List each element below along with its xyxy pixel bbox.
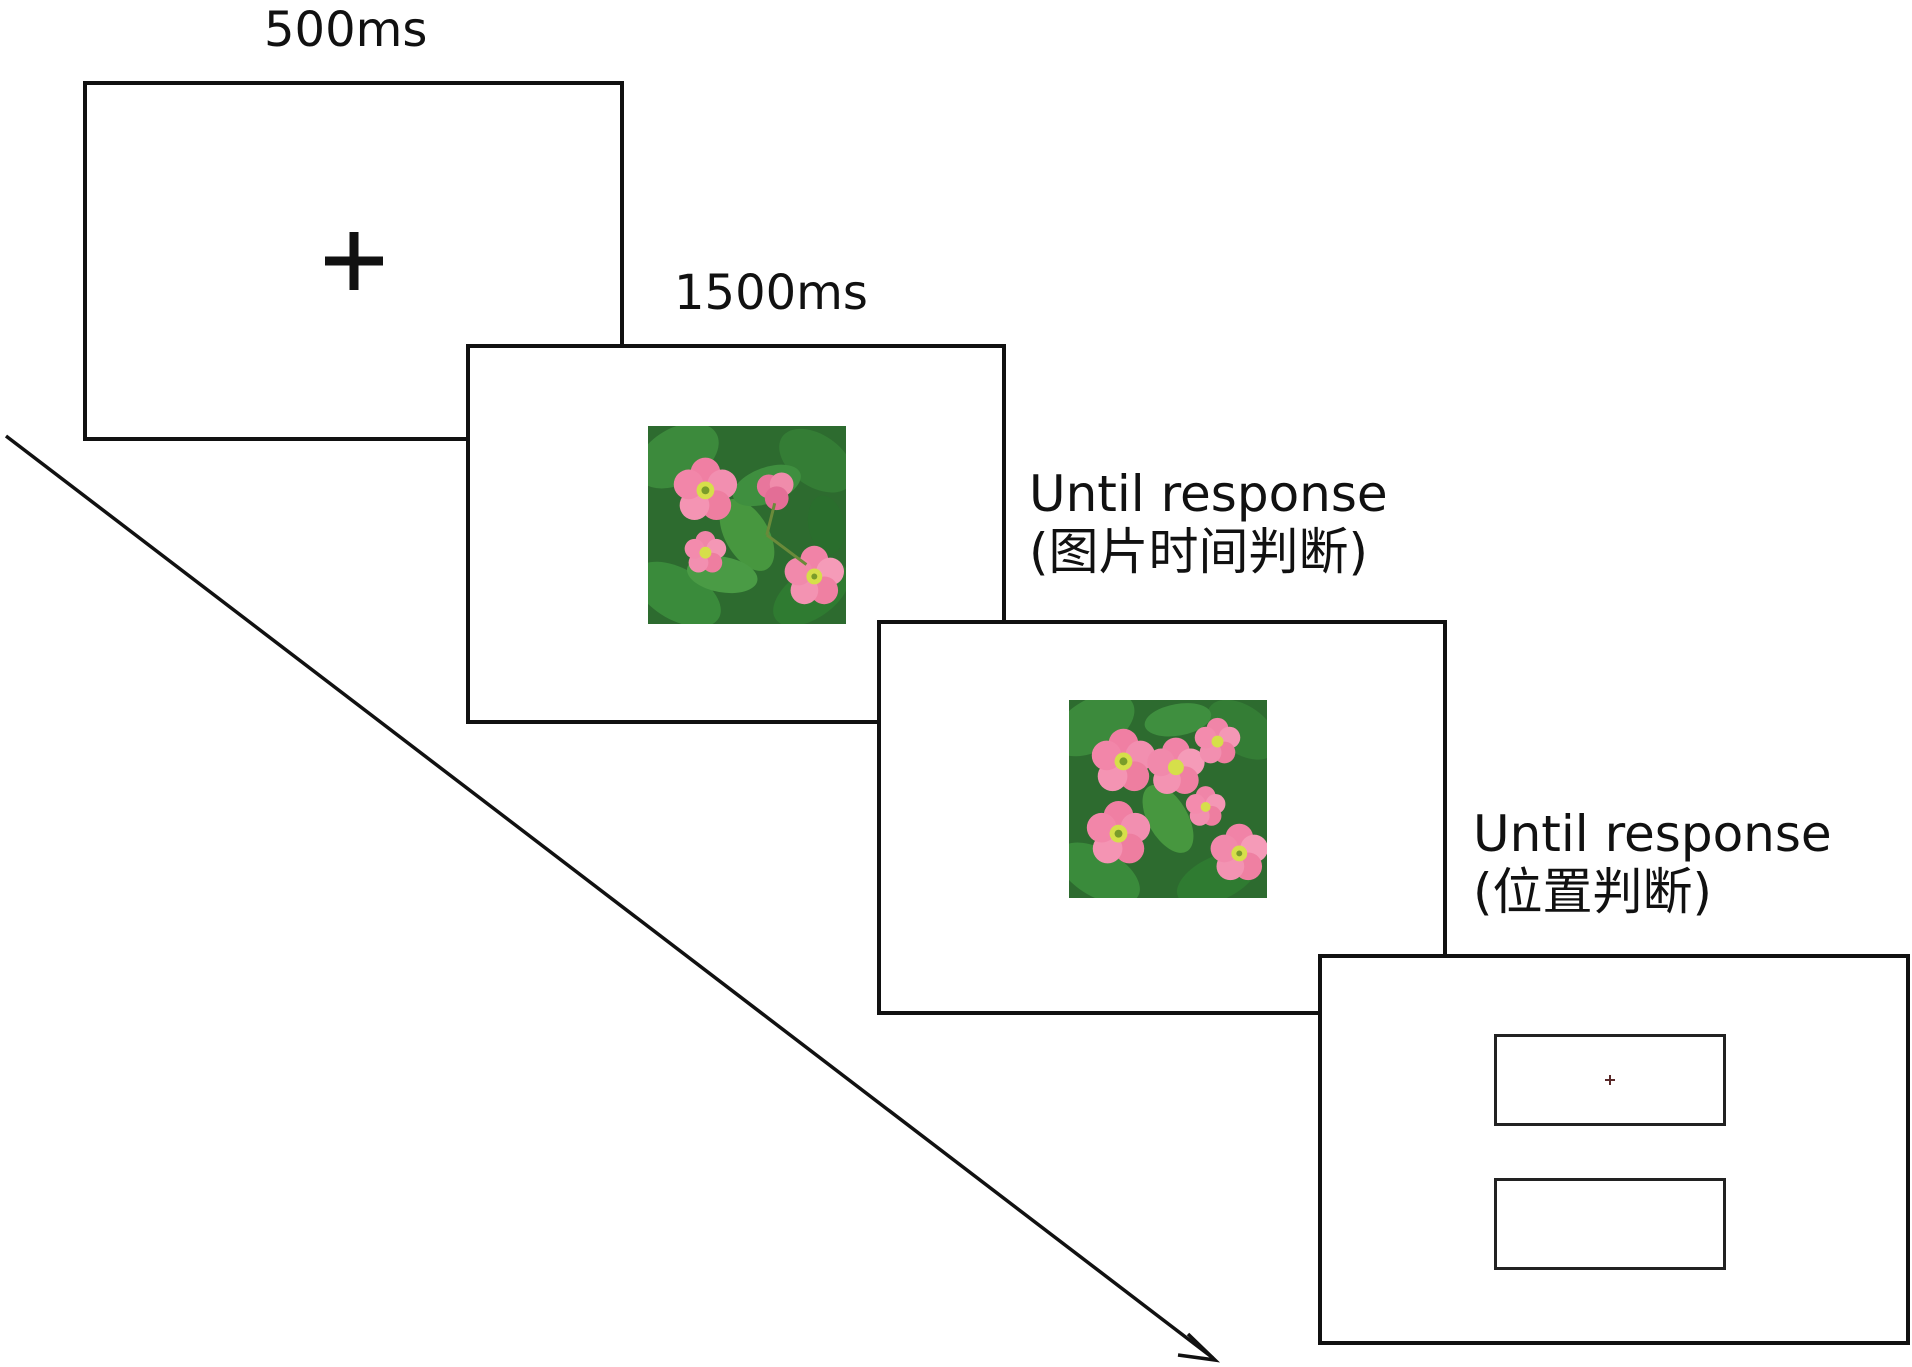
duration-label-fixation: 500ms <box>264 2 428 58</box>
response-label-position-judgment: Until response (位置判断) <box>1473 805 1832 921</box>
response-label-line2: (图片时间判断) <box>1029 522 1369 581</box>
probe-dot-icon <box>1605 1075 1615 1085</box>
response-label-line1: Until response <box>1029 465 1388 523</box>
duration-label-picture: 1500ms <box>674 265 868 321</box>
location-box-bottom <box>1494 1178 1726 1270</box>
fixation-cross-icon <box>325 232 383 290</box>
location-box-top <box>1494 1034 1726 1126</box>
response-label-time-judgment: Until response (图片时间判断) <box>1029 465 1388 581</box>
response-label-line2: (位置判断) <box>1473 862 1713 921</box>
response-label-line1: Until response <box>1473 805 1832 863</box>
screen-frame-position-judgment <box>1318 954 1910 1345</box>
flower-image <box>648 426 846 624</box>
flower-image <box>1069 700 1267 898</box>
